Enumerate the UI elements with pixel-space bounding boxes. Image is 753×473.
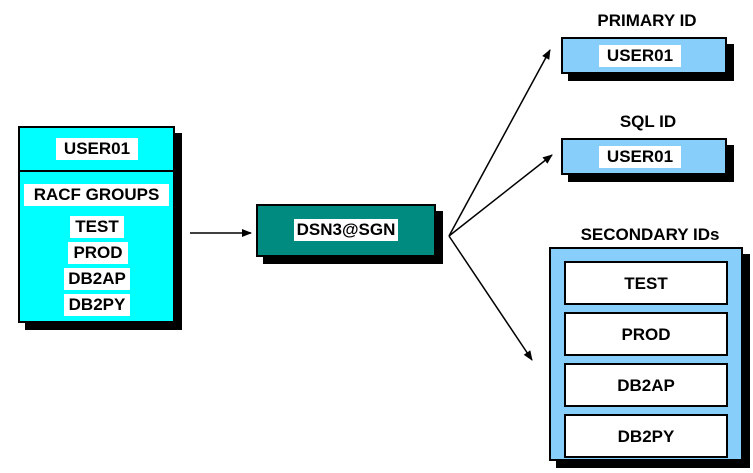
racf-groups-label: RACF GROUPS [24, 184, 169, 206]
sql-id-box: USER01 [561, 138, 727, 175]
secondary-item-prod: PROD [564, 312, 728, 356]
secondary-item-db2ap: DB2AP [564, 363, 728, 407]
secondary-item-db2py: DB2PY [564, 414, 728, 458]
group-prod: PROD [68, 242, 128, 264]
user-box-divider [20, 170, 173, 172]
secondary-ids-box: TEST PROD DB2AP DB2PY [549, 247, 743, 461]
center-label: DSN3@SGN [294, 219, 398, 241]
primary-id-title: PRIMARY ID [597, 11, 697, 30]
group-db2ap: DB2AP [64, 268, 130, 290]
secondary-ids-title: SECONDARY IDs [580, 225, 720, 244]
secondary-item-test: TEST [564, 261, 728, 305]
primary-id-box: USER01 [561, 37, 727, 74]
arrow-center-to-sql [448, 154, 553, 237]
primary-id-value: USER01 [599, 45, 681, 67]
arrow-center-to-primary [448, 49, 551, 237]
center-box: DSN3@SGN [256, 204, 436, 257]
user-id-label: USER01 [56, 138, 138, 160]
user-box: USER01 RACF GROUPS TEST PROD DB2AP DB2PY [18, 126, 175, 323]
arrow-center-to-secondary [448, 235, 533, 361]
group-test: TEST [70, 216, 124, 238]
sql-id-title: SQL ID [619, 112, 677, 131]
sql-id-value: USER01 [599, 146, 681, 168]
group-db2py: DB2PY [64, 294, 130, 316]
